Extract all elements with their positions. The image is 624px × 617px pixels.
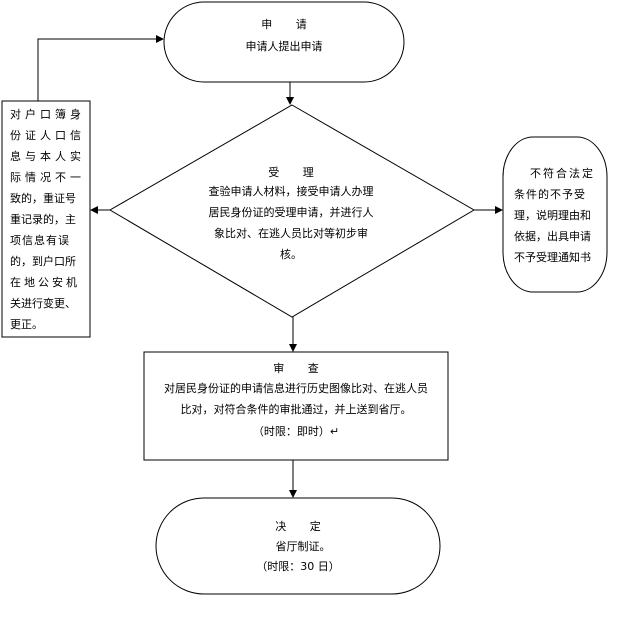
right-note-line-3: 理，说明理由和 (514, 209, 591, 222)
left-note-line-1: 对户口簿身 (10, 108, 85, 121)
left-note-line-3: 息与本人实 (10, 150, 85, 163)
left-note-line-4: 际情况不一 (10, 171, 85, 184)
right-note-node (502, 136, 608, 293)
accept-diamond (109, 104, 475, 318)
review-box (143, 351, 449, 461)
left-note-line-7: 项信息有误 (10, 234, 70, 247)
accept-line-2: 居民身份证的受理申请，并进行人 (208, 206, 374, 219)
right-note-line-5: 不予受理通知书 (514, 251, 591, 264)
decide-line-2: （时限：30 日） (256, 560, 340, 573)
left-note-line-10: 关进行变更、 (10, 297, 76, 310)
left-note-line-9: 在地公安机 (10, 276, 80, 289)
decide-line-1: 省厅制证。 (275, 540, 331, 553)
right-note-line-2: 条件的不予受 (514, 188, 586, 201)
left-note-box (1, 100, 91, 338)
accept-line-3: 象比对、在逃人员比对等初步审 (214, 227, 368, 240)
apply-node (163, 1, 405, 83)
review-line-3: （时限：即时）↵ (252, 425, 340, 438)
left-note-line-2: 份证人口信 (10, 129, 85, 142)
review-title: 审 查 (273, 362, 329, 375)
review-line-2: 比对，对符合条件的审批通过，并上送到省厅。 (180, 403, 412, 416)
left-note-line-5: 致的，重证号 (10, 192, 76, 205)
right-note-line-1: 不符合法定 (530, 167, 595, 180)
left-note-line-11: 更正。 (10, 318, 43, 331)
decide-node (155, 497, 441, 595)
accept-line-1: 查验申请人材料，接受申请人办理 (208, 185, 374, 198)
decide-title: 决 定 (275, 520, 331, 533)
accept-title: 受 理 (268, 166, 324, 179)
accept-line-4: 核。 (280, 248, 302, 261)
apply-title: 申 请 (261, 18, 317, 31)
right-note-line-4: 依据，出具申请 (514, 230, 591, 243)
arrow-leftnote-to-apply (37, 35, 164, 101)
left-note-line-6: 重记录的，主 (10, 213, 76, 226)
apply-body: 申请人提出申请 (245, 40, 323, 53)
left-note-line-8: 的，到户口所 (10, 255, 76, 268)
review-line-1: 对居民身份证的申请信息进行历史图像比对、在逃人员 (164, 382, 428, 395)
